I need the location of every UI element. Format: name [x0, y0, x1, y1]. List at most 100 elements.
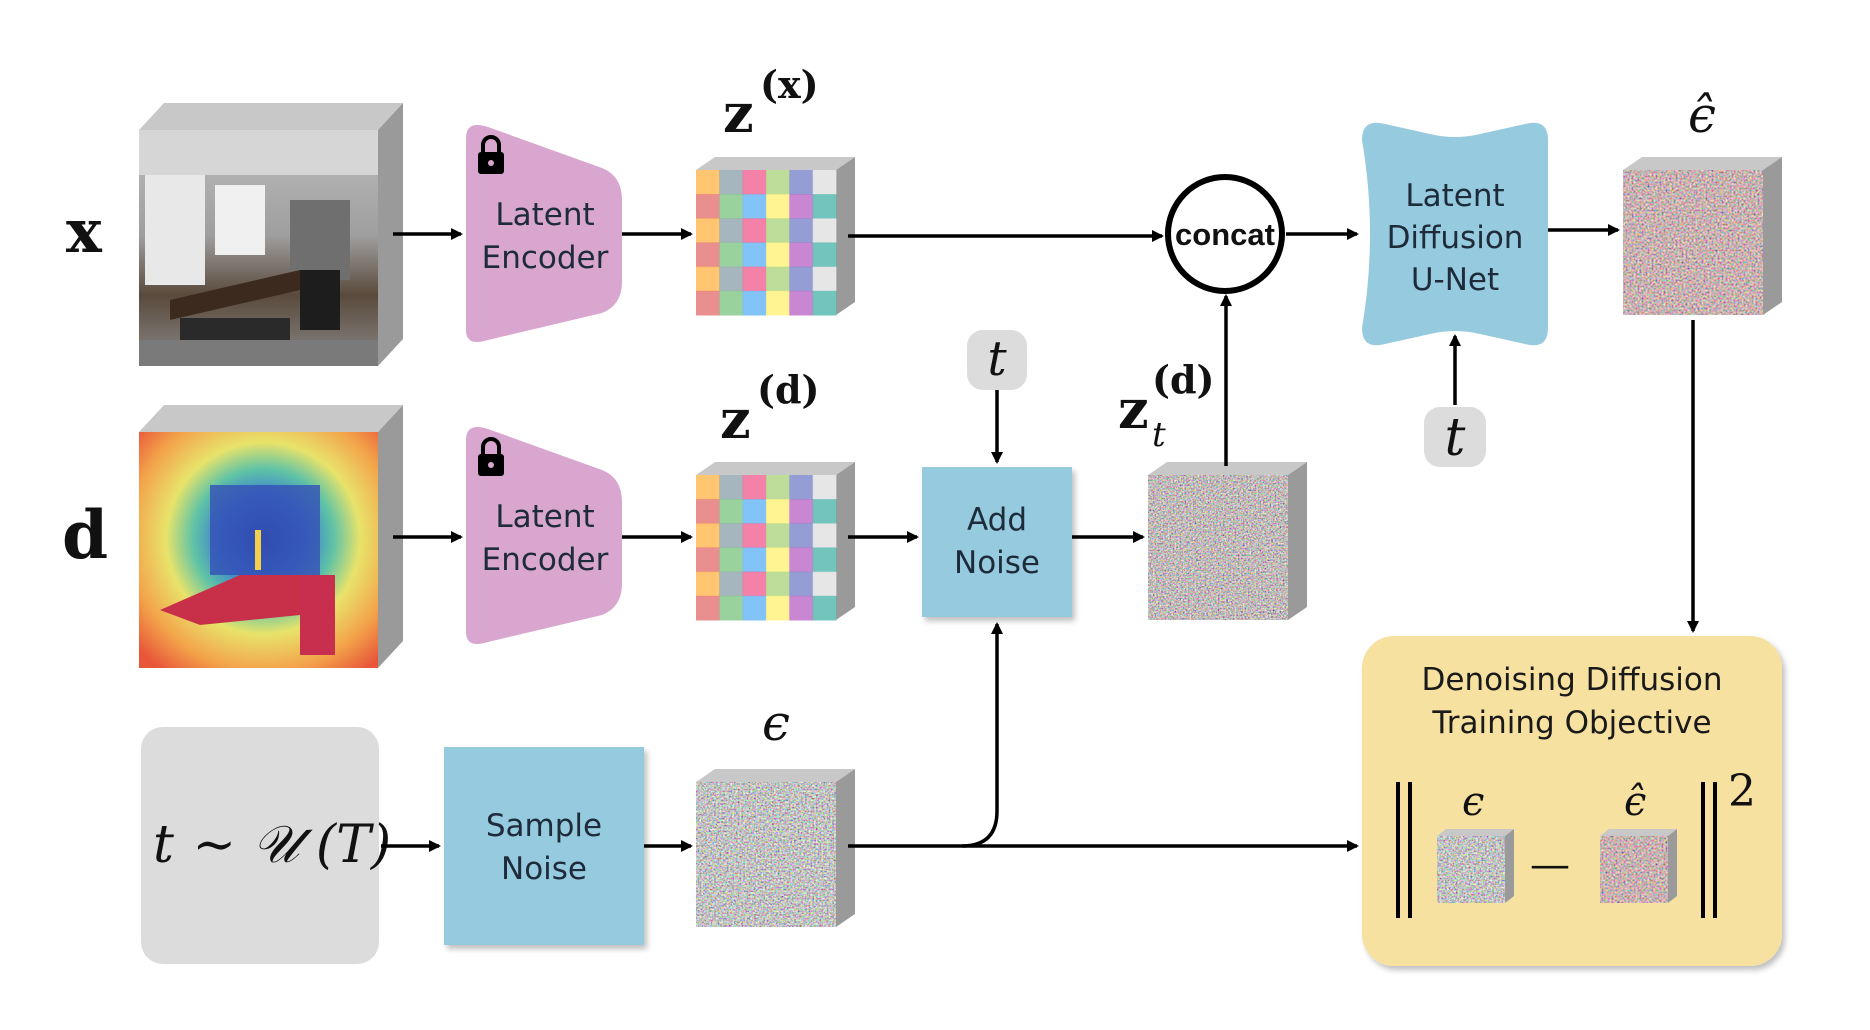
latent-zd-cube — [696, 462, 855, 621]
add-noise-line2: Noise — [954, 545, 1040, 581]
arrows — [381, 224, 1699, 852]
latent-patch — [742, 499, 767, 524]
latent-patch — [696, 170, 720, 195]
add-noise-block: Add Noise — [922, 467, 1072, 617]
latent-patch — [789, 266, 814, 292]
latent-patch — [789, 499, 814, 524]
latent-patch — [789, 547, 814, 573]
svg-text:(d): (d) — [757, 367, 820, 412]
timestep-sampling-box: t ∼ 𝒰 (T) — [141, 727, 391, 964]
latent-patch — [719, 475, 744, 500]
latent-patch — [696, 194, 720, 219]
latent-patch — [742, 194, 767, 219]
latent-patch — [719, 266, 744, 292]
latent-patch — [742, 218, 767, 243]
latent-patch — [789, 218, 814, 243]
objective-title-line2: Training Objective — [1431, 705, 1711, 741]
latent-patch — [812, 266, 837, 292]
training-objective-box: Denoising Diffusion Training Objective 2… — [1362, 636, 1782, 966]
noise-epsilon-cube — [696, 769, 855, 927]
svg-text:2: 2 — [1728, 766, 1756, 817]
unet-line1: Latent — [1405, 178, 1504, 214]
latent-patch — [742, 571, 767, 597]
latent-patch — [719, 571, 744, 597]
encoder-bottom-line1: Latent — [495, 499, 594, 535]
latent-patch — [742, 475, 767, 500]
svg-text:concat: concat — [1175, 217, 1275, 252]
latent-patch — [719, 290, 744, 316]
latent-patch — [789, 170, 814, 195]
unet-line3: U-Net — [1411, 262, 1499, 298]
latent-patch — [766, 523, 790, 548]
svg-text:(d): (d) — [1152, 357, 1215, 402]
svg-text:z: z — [720, 387, 751, 451]
latent-patch — [789, 595, 814, 621]
latent-patch — [696, 547, 720, 573]
svg-text:z: z — [723, 81, 754, 145]
latent-patch — [812, 595, 837, 621]
svg-text:—: — — [1530, 842, 1570, 888]
latent-patch — [719, 499, 744, 524]
objective-epsilon-hat-cube — [1600, 829, 1677, 903]
latent-patch — [812, 290, 837, 316]
latent-patch — [766, 194, 790, 219]
svg-text:t: t — [1445, 408, 1466, 468]
svg-text:t: t — [1152, 415, 1166, 455]
latent-patch — [766, 595, 790, 621]
svg-text:t: t — [987, 331, 1007, 387]
epsilon-hat-label: ϵ̂ — [1688, 86, 1716, 144]
depth-image-cube — [139, 405, 403, 668]
latent-patch — [789, 194, 814, 219]
latent-encoder-bottom: Latent Encoder — [466, 427, 622, 645]
sample-noise-line2: Noise — [501, 851, 587, 887]
latent-patch — [719, 547, 744, 573]
noisy-latent-label: z t (d) — [1118, 357, 1215, 455]
latent-patch — [789, 475, 814, 500]
latent-patch — [789, 571, 814, 597]
predicted-noise-cube — [1623, 157, 1782, 315]
latent-patch — [719, 194, 744, 219]
svg-text:(x): (x) — [760, 62, 819, 107]
latent-patch — [766, 170, 790, 195]
svg-text:t ∼ 𝒰 (T): t ∼ 𝒰 (T) — [153, 815, 391, 875]
svg-text:ϵ̂: ϵ̂ — [1624, 779, 1646, 825]
latent-patch — [766, 290, 790, 316]
rgb-image-cube — [139, 103, 403, 366]
latent-zx-label: z (x) — [723, 62, 819, 145]
objective-epsilon-cube — [1437, 829, 1514, 903]
latent-patch — [719, 523, 744, 548]
latent-patch — [812, 547, 837, 573]
concat-node: concat — [1165, 174, 1285, 294]
timestep-box-top: t — [967, 330, 1027, 390]
latent-patch — [766, 499, 790, 524]
input-x-symbol: x — [66, 197, 103, 267]
latent-patch — [696, 266, 720, 292]
latent-patch — [696, 571, 720, 597]
lock-icon — [478, 135, 504, 174]
objective-title-line1: Denoising Diffusion — [1422, 662, 1723, 698]
latent-patch — [812, 523, 837, 548]
latent-patch — [696, 242, 720, 268]
latent-zx-cube — [696, 157, 855, 316]
latent-encoder-top: Latent Encoder — [466, 125, 622, 343]
latent-patch — [719, 170, 744, 195]
svg-text:ϵ: ϵ — [1462, 779, 1484, 825]
unet-block: Latent Diffusion U-Net — [1362, 122, 1548, 346]
latent-patch — [766, 242, 790, 268]
latent-patch — [766, 218, 790, 243]
latent-patch — [742, 170, 767, 195]
latent-patch — [696, 218, 720, 243]
epsilon-label: ϵ — [762, 694, 790, 752]
latent-patch — [742, 547, 767, 573]
latent-patch — [742, 266, 767, 292]
svg-text:z: z — [1118, 377, 1149, 441]
latent-patch — [742, 290, 767, 316]
input-d-symbol: d — [62, 496, 108, 574]
latent-patch — [812, 499, 837, 524]
encoder-top-line1: Latent — [495, 197, 594, 233]
latent-patch — [696, 499, 720, 524]
sample-noise-line1: Sample — [486, 808, 602, 844]
latent-patch — [812, 194, 837, 219]
latent-patch — [812, 218, 837, 243]
